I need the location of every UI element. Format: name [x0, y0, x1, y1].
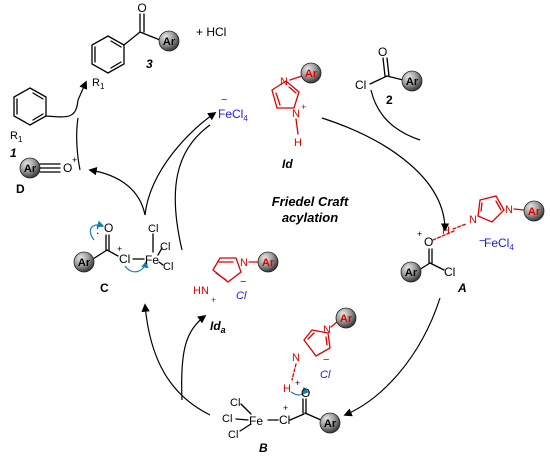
cl-label: Cl — [444, 265, 455, 279]
compound-B-label: B — [259, 441, 268, 455]
arene-1: R1 1 — [10, 87, 47, 160]
ar-label: Ar — [324, 418, 337, 430]
aryl-ball-icon — [319, 412, 341, 434]
h-label: H — [294, 137, 302, 149]
o-label: O — [104, 221, 113, 235]
compound-A-label: A — [457, 281, 467, 295]
fe-label: Fe — [145, 253, 159, 267]
cl-label: Cl — [279, 413, 290, 427]
n-label: N — [240, 257, 248, 269]
cycle-title: Friedel Craft — [272, 194, 349, 209]
ionic-liquid-Id: FeCl4 − N Ar N + H Id — [218, 62, 322, 171]
fecl4-label: FeCl4 — [484, 236, 514, 252]
plus-charge: + — [417, 229, 422, 239]
minus-charge: − — [323, 354, 329, 366]
aryl-ball-icon — [300, 62, 322, 84]
o-label: O — [378, 45, 387, 59]
complex-B: N Ar N − Cl H + O Ar + Cl Fe Cl Cl Cl B — [222, 307, 357, 455]
hn-label: HN — [193, 285, 209, 297]
compound-Id-label: Id — [282, 157, 293, 171]
cl-label: Cl — [236, 290, 247, 302]
plus-hcl: + HCl — [196, 25, 226, 39]
aryl-ball-icon — [401, 70, 423, 92]
aryl-ball-icon — [400, 261, 422, 283]
aryl-ball-icon — [73, 251, 95, 273]
fecl4-label: FeCl4 — [218, 107, 248, 123]
acylium-D: Ar O + D — [16, 155, 77, 196]
compound-1-label: 1 — [10, 146, 17, 160]
acyl-chloride-2: O Cl Ar 2 — [355, 45, 423, 107]
n-label: N — [292, 352, 300, 364]
ar-label: Ar — [78, 257, 91, 269]
ar-label: Ar — [528, 206, 541, 218]
product-3: O Ar R1 3 + HCl — [91, 1, 226, 91]
h-label: H — [442, 225, 450, 237]
cl-label: Cl — [228, 429, 238, 441]
ar-label: Ar — [405, 267, 418, 279]
cl-label: Cl — [222, 413, 232, 425]
r1-label: R1 — [10, 130, 23, 144]
n-label: N — [323, 324, 331, 336]
cycle-subtitle: acylation — [282, 210, 338, 225]
ar-label: Ar — [24, 163, 37, 175]
imidazole-Ida: N Ar HN + − Cl Ida — [193, 251, 279, 335]
plus-charge: + — [301, 102, 306, 112]
plus-charge: + — [117, 244, 122, 254]
aryl-ball-icon — [158, 30, 180, 52]
plus-charge: + — [295, 378, 300, 388]
compound-C-label: C — [100, 281, 109, 295]
compound-3-label: 3 — [146, 57, 153, 71]
cl-label: Cl — [230, 397, 240, 409]
n-label: N — [469, 214, 477, 226]
aryl-ball-icon — [335, 307, 357, 329]
fe-label: Fe — [249, 414, 263, 428]
cl-label: Cl — [355, 78, 366, 92]
aryl-ball-icon — [257, 251, 279, 273]
n-label: N — [280, 76, 288, 88]
nh-label: N — [292, 108, 300, 120]
o-label: O — [301, 386, 310, 400]
lone-pair: : — [96, 223, 99, 237]
o-label: O — [424, 235, 433, 249]
ar-label: Ar — [406, 76, 419, 88]
ar-label: Ar — [305, 68, 318, 80]
cycle-arrows — [88, 89, 450, 417]
aryl-ball-icon — [523, 200, 545, 222]
complex-A: + O H N N Ar − FeCl4 Cl Ar A — [400, 195, 545, 295]
ketone-oxygen: O — [137, 1, 146, 15]
compound-D-label: D — [16, 182, 25, 196]
complex-C: : O Ar + Cl Fe Cl Cl Cl C — [73, 220, 173, 295]
ar-label: Ar — [163, 36, 176, 48]
n-label: N — [505, 204, 513, 216]
cl-label: Cl — [163, 261, 173, 273]
cl-label: Cl — [148, 223, 158, 235]
plus-charge: + — [211, 295, 216, 305]
minus-charge: − — [221, 94, 227, 106]
acylium-oxygen: O — [63, 161, 72, 175]
ar-label: Ar — [262, 257, 275, 269]
minus-charge: − — [479, 235, 485, 247]
ar-label: Ar — [340, 313, 353, 325]
h-label: H — [283, 383, 291, 395]
plus-charge: + — [283, 403, 288, 413]
cl-label: Cl — [160, 241, 170, 253]
compound-2-label: 2 — [386, 93, 393, 107]
minus-charge: − — [240, 276, 246, 288]
cl-label: Cl — [320, 369, 331, 381]
compound-Ida-label: Ida — [210, 319, 226, 335]
r1-label: R1 — [92, 77, 105, 91]
cl-label: Cl — [119, 252, 130, 266]
plus-charge: + — [72, 155, 77, 165]
